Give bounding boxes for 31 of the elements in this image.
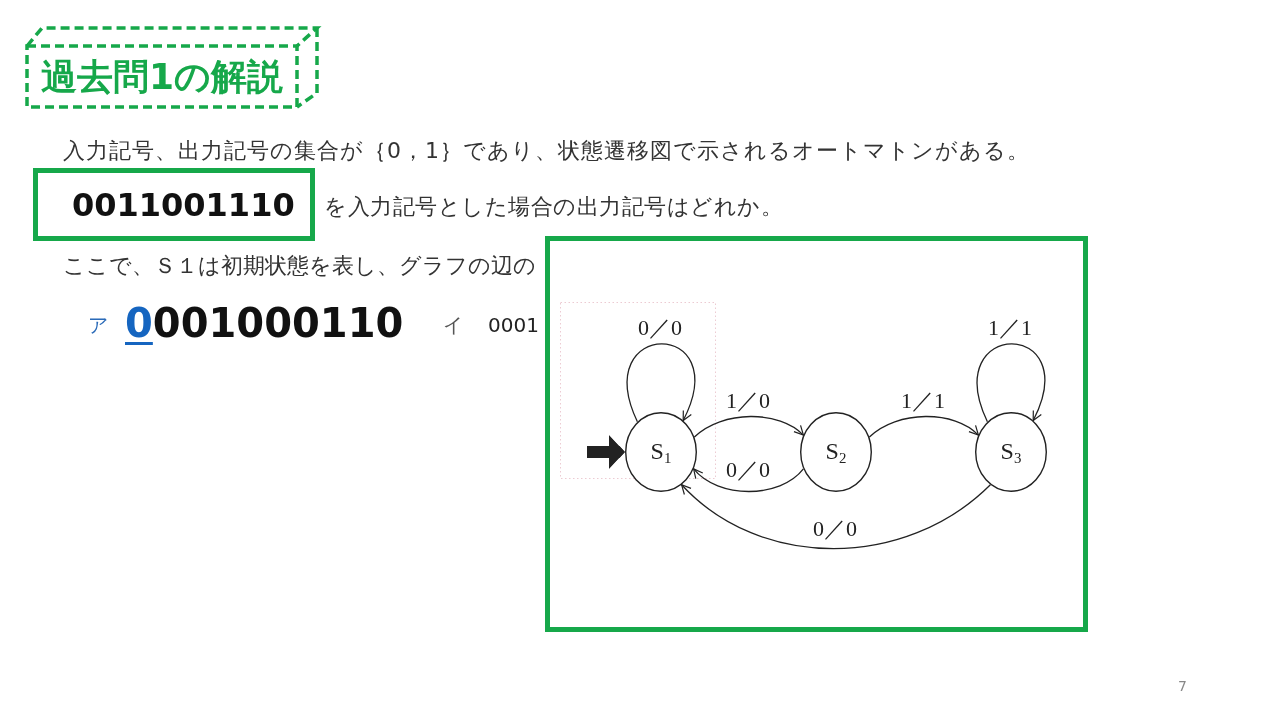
state-circle <box>800 412 872 492</box>
question-text: 入力記号、出力記号の集合が｛0，1｝であり、状態遷移図で示されるオートマトンがある。 <box>63 137 1030 165</box>
state-circle <box>625 412 697 492</box>
edge-label: 0／0 <box>638 315 682 341</box>
arrow <box>868 415 980 438</box>
bit-string: 0011001110 <box>72 185 295 224</box>
choice-digits: 0001 <box>488 313 539 337</box>
edge-label: 1／1 <box>901 388 945 414</box>
answer-digits: 0001000110 <box>125 299 404 347</box>
self-loop-arrow <box>626 343 696 423</box>
question-text: を入力記号とした場合の出力記号はどれか。 <box>324 193 783 221</box>
state-name: S$_{2}$ <box>825 437 847 467</box>
edge-label: 1／1 <box>988 315 1032 341</box>
arrow <box>693 415 805 438</box>
arrow <box>680 484 992 550</box>
state-circle <box>975 412 1047 492</box>
highlight-box <box>33 168 315 241</box>
page-number: 7 <box>1178 677 1187 695</box>
self-loop-arrow <box>976 343 1046 423</box>
edge-label: 0／0 <box>813 516 857 542</box>
state-name: S$_{1}$ <box>650 437 672 467</box>
edge-label: 1／0 <box>726 388 770 414</box>
edge-label: 0／0 <box>726 457 770 483</box>
arrow <box>692 468 805 493</box>
state-name: S$_{3}$ <box>1000 437 1022 467</box>
choice-letter: ア <box>88 313 108 337</box>
slide-title: 過去問1の解説 <box>41 55 284 99</box>
choice-letter: イ <box>443 313 463 337</box>
start-arrow <box>587 435 625 469</box>
diagram-frame <box>545 236 1088 632</box>
question-text: ここで、Ｓ１は初期状態を表し、グラフの辺の <box>63 252 536 280</box>
